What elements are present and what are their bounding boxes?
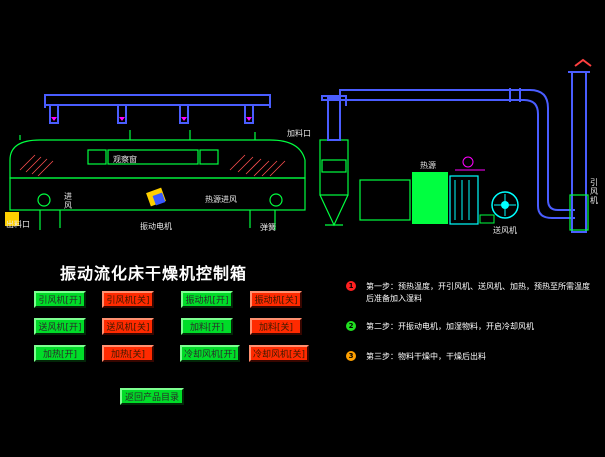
label-heat-source: 热源 [420,161,436,170]
return-to-catalog-button[interactable]: 返回产品目录 [120,388,184,405]
label-outlet: 出料口 [6,220,30,229]
step-1: 1 第一步：预热温度，开引风机、送风机、加热，预热至所需温度后准备加入湿料 [346,281,591,305]
step-2-badge: 2 [346,321,356,331]
valve-icons [51,117,252,121]
heat-on-button[interactable]: 加热[开] [34,345,86,362]
step-3-text: 第三步：物料干燥中，干燥后出料 [366,352,486,361]
step-3: 3 第三步：物料干燥中，干燥后出料 [346,351,591,363]
induced-fan-on-button[interactable]: 引风机[开] [34,291,86,308]
label-feed-inlet: 加料口 [287,129,311,138]
panel-title: 振动流化床干燥机控制箱 [60,264,248,283]
outlet-box [5,212,19,226]
dryer-hatching [19,154,286,177]
cyclone-column [319,139,349,227]
feed-off-button[interactable]: 加料[关] [250,318,302,335]
blower-on-button[interactable]: 送风机[开] [34,318,86,335]
process-diagram [5,58,592,233]
cooling-fan-off-button[interactable]: 冷却风机[关] [249,345,309,362]
label-spring: 弹簧 [260,223,276,232]
exhaust-stack [568,58,592,233]
induced-fan-base [569,194,589,231]
label-induced-fan: 引风机 [590,178,598,205]
dryer-body [9,130,306,230]
vibration-motor-icon [146,187,166,207]
label-air-inlet: 进风 [64,192,72,210]
vibrator-off-button[interactable]: 振动机[关] [250,291,302,308]
overhead-duct [44,94,271,124]
vibrator-on-button[interactable]: 振动机[开] [181,291,233,308]
step-2-text: 第二步：开振动电机，加湿物料，开启冷却风机 [366,322,534,331]
step-2: 2 第二步：开振动电机，加湿物料，开启冷却风机 [346,321,591,333]
label-heat-inlet: 热源进风 [205,195,237,204]
step-1-badge: 1 [346,281,356,291]
blower-fan-icon [479,191,519,224]
return-duct [339,88,575,219]
heat-off-button[interactable]: 加热[关] [102,345,154,362]
label-view-window: 观察窗 [113,155,137,164]
blower-off-button[interactable]: 送风机[关] [102,318,154,335]
induced-fan-off-button[interactable]: 引风机[关] [102,291,154,308]
cooling-fan-on-button[interactable]: 冷却风机[开] [180,345,240,362]
heat-exchanger [359,156,485,225]
column-duct [321,95,347,141]
feed-on-button[interactable]: 加料[开] [181,318,233,335]
label-vibration-motor: 振动电机 [140,222,172,231]
step-1-text: 第一步：预热温度，开引风机、送风机、加热，预热至所需温度后准备加入湿料 [366,282,590,303]
label-blower: 送风机 [493,226,517,235]
step-3-badge: 3 [346,351,356,361]
